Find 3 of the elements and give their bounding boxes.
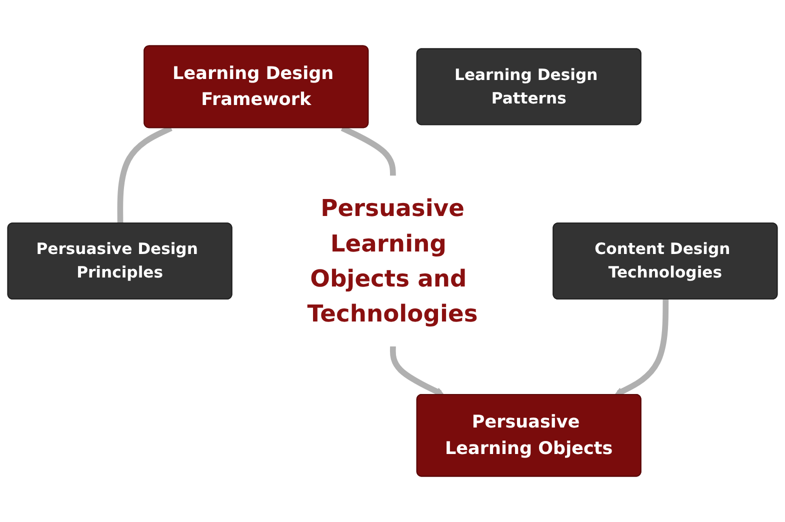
arrow bbox=[614, 299, 669, 396]
node-text: Persuasive Learning Objects and Technologies bbox=[307, 194, 478, 328]
arrow bbox=[390, 346, 444, 396]
